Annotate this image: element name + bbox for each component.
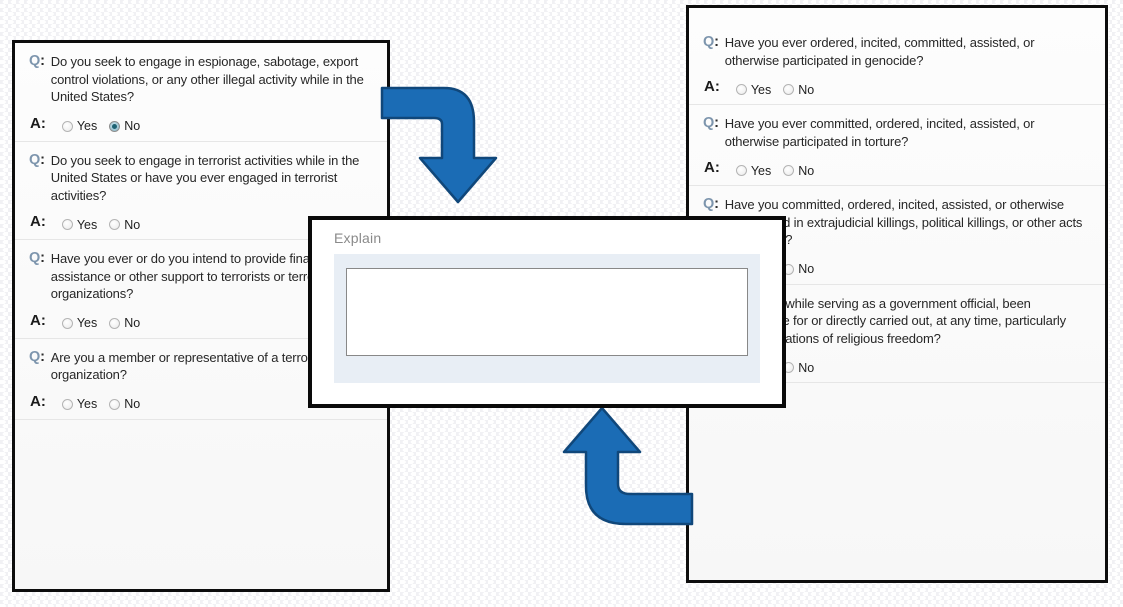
answer-row: A: Yes No xyxy=(29,114,373,134)
radio-no-label: No xyxy=(124,397,141,411)
arrow-down-to-dialog-icon xyxy=(380,86,498,204)
radio-no-label: No xyxy=(798,82,815,97)
radio-yes-label: Yes xyxy=(76,119,98,133)
radio-no-label: No xyxy=(124,316,141,330)
radio-group: Yes No xyxy=(61,397,140,411)
answer-row: A: Yes No xyxy=(29,311,373,331)
explain-dialog-body xyxy=(334,254,760,383)
radio-option-no[interactable]: No xyxy=(109,316,140,330)
question-text: Do you seek to engage in terrorist activ… xyxy=(50,152,360,203)
qa-block: Q: Do you seek to engage in espionage, s… xyxy=(15,43,387,142)
question-row: Q: Have you ever ordered, incited, commi… xyxy=(703,34,1091,69)
radio-no-icon[interactable] xyxy=(783,165,795,176)
radio-option-no[interactable]: No xyxy=(109,218,140,232)
question-row: Q: Are you a member or representative of… xyxy=(29,349,373,384)
radio-yes-label: Yes xyxy=(750,82,772,97)
answer-label: A: xyxy=(704,78,720,95)
radio-yes-icon[interactable] xyxy=(61,317,73,329)
radio-option-yes[interactable]: Yes xyxy=(61,217,98,232)
radio-no-icon[interactable] xyxy=(783,84,795,95)
radio-option-yes[interactable]: Yes xyxy=(61,397,98,411)
radio-yes-label: Yes xyxy=(76,316,98,330)
radio-yes-icon[interactable] xyxy=(735,84,747,95)
radio-yes-icon[interactable] xyxy=(61,120,73,132)
question-row: Q: Have you ever committed, ordered, inc… xyxy=(703,115,1091,150)
radio-yes-label: Yes xyxy=(76,217,98,232)
radio-group: Yes No xyxy=(735,163,814,178)
radio-option-yes[interactable]: Yes xyxy=(61,119,98,133)
question-text: Do you seek to engage in espionage, sabo… xyxy=(50,54,364,104)
question-label: Q: xyxy=(703,115,719,131)
radio-group: Yes No xyxy=(61,217,140,232)
answer-row: A: Yes No xyxy=(703,78,1091,97)
qa-block: Q: Do you seek to engage in terrorist ac… xyxy=(15,142,387,240)
radio-yes-icon[interactable] xyxy=(61,219,73,230)
question-text: Have you ever committed, ordered, incite… xyxy=(724,116,1035,149)
radio-option-no[interactable]: No xyxy=(109,397,140,411)
radio-yes-icon[interactable] xyxy=(735,165,747,176)
answer-label: A: xyxy=(30,114,46,132)
answer-label: A: xyxy=(704,159,720,176)
answer-label: A: xyxy=(30,213,46,230)
qa-block: Q: Have you ever ordered, incited, commi… xyxy=(689,24,1105,105)
question-text: Are you a member or representative of a … xyxy=(50,349,325,383)
question-row: Q: Have you, while serving as a governme… xyxy=(703,295,1091,348)
radio-no-label: No xyxy=(798,262,815,276)
explain-dialog: Explain xyxy=(308,216,786,408)
radio-option-no[interactable]: No xyxy=(783,361,814,375)
radio-no-label: No xyxy=(124,217,141,232)
answer-row: A: Yes No xyxy=(29,392,373,412)
radio-no-icon[interactable] xyxy=(109,219,121,230)
question-text: Have you, while serving as a government … xyxy=(724,295,1066,346)
radio-option-no[interactable]: No xyxy=(783,164,814,178)
radio-group: Yes No xyxy=(61,316,140,330)
radio-option-yes[interactable]: Yes xyxy=(61,316,98,330)
arrow-up-to-dialog-icon xyxy=(562,406,694,526)
radio-yes-label: Yes xyxy=(76,397,98,411)
radio-no-icon[interactable] xyxy=(109,317,121,329)
question-label: Q: xyxy=(29,151,45,168)
radio-no-icon[interactable] xyxy=(109,398,121,410)
radio-option-no[interactable]: No xyxy=(109,119,140,133)
answer-row: A: Yes No xyxy=(29,213,373,232)
question-text: Have you ever or do you intend to provid… xyxy=(50,251,336,301)
answer-label: A: xyxy=(30,311,46,329)
answer-row: A: Yes No xyxy=(703,159,1091,178)
qa-block: Q: Have you ever committed, ordered, inc… xyxy=(689,105,1105,186)
question-row: Q: Have you ever or do you intend to pro… xyxy=(29,250,373,303)
question-label: Q: xyxy=(29,348,45,365)
radio-option-yes[interactable]: Yes xyxy=(735,82,772,97)
radio-yes-label: Yes xyxy=(750,163,772,178)
answer-label: A: xyxy=(30,392,46,410)
radio-group: Yes No xyxy=(61,119,140,133)
radio-option-no[interactable]: No xyxy=(783,83,814,97)
radio-yes-icon[interactable] xyxy=(61,398,73,410)
qa-block: Q: Have you ever or do you intend to pro… xyxy=(15,240,387,339)
question-label: Q: xyxy=(29,250,45,266)
radio-option-yes[interactable]: Yes xyxy=(735,163,772,178)
radio-no-label: No xyxy=(124,119,141,133)
radio-no-label: No xyxy=(798,163,815,178)
question-row: Q: Do you seek to engage in terrorist ac… xyxy=(29,152,373,205)
question-label: Q: xyxy=(703,34,719,50)
explain-textarea[interactable] xyxy=(346,268,748,356)
radio-no-label: No xyxy=(798,360,815,375)
radio-no-icon[interactable] xyxy=(109,120,121,132)
question-label: Q: xyxy=(703,196,719,212)
question-text: Have you ever ordered, incited, committe… xyxy=(724,35,1035,68)
qa-block: Q: Are you a member or representative of… xyxy=(15,339,387,420)
explain-dialog-title: Explain xyxy=(334,230,382,246)
radio-option-no[interactable]: No xyxy=(783,262,814,276)
radio-group: Yes No xyxy=(735,82,814,97)
question-label: Q: xyxy=(29,53,45,69)
question-row: Q: Do you seek to engage in espionage, s… xyxy=(29,53,373,106)
